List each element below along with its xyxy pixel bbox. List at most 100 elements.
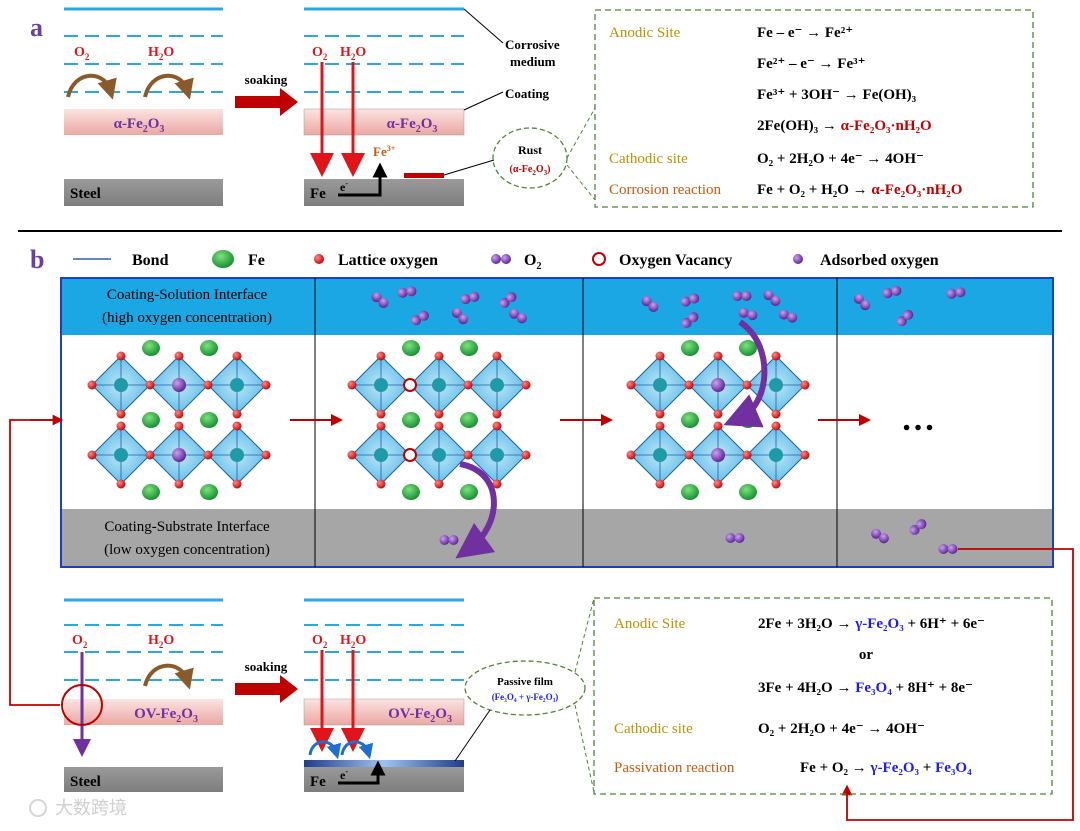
oxygen-atom [397, 287, 408, 298]
reflect-arrow [143, 663, 194, 690]
oxygen-atom [946, 288, 957, 299]
oxygen-atom [909, 524, 920, 535]
lattice-oxygen [376, 351, 386, 361]
o2-molecule [641, 296, 659, 312]
oxygen-atom [787, 312, 798, 323]
lattice-oxygen [261, 450, 271, 460]
lattice-oxygen [800, 380, 810, 390]
rust-callout-ellipse [492, 127, 568, 189]
legend-bond-label: Bond [132, 252, 169, 269]
o2-molecule [397, 286, 417, 298]
feedback-loop-line [841, 548, 1074, 821]
lattice-oxygen [174, 351, 184, 361]
oxygen-atom [688, 312, 699, 323]
o2-molecule [371, 292, 389, 308]
lattice-oxygen [626, 450, 636, 460]
reaction-eq: 3Fe + 4H₂O → Fe₃O₄ + 8H⁺ + 8e⁻ [758, 680, 973, 696]
lattice-oxygen [742, 450, 752, 460]
lattice-oxygen [376, 409, 386, 419]
cation [432, 378, 446, 392]
passivation-reaction-heading: Passivation reaction [614, 760, 735, 776]
reaction-eq: 2Fe(OH)₃ → α-Fe₂O₃·nH₂O [757, 118, 932, 134]
lattice-oxygen [771, 421, 781, 431]
oxygen-atom [871, 528, 882, 539]
solution-interface-label: (high oxygen concentration) [102, 310, 272, 326]
steel-substrate [304, 767, 464, 792]
oxygen-atom [853, 293, 864, 304]
substrate-interface-label: Coating-Substrate Interface [104, 519, 270, 535]
fe-atom [460, 340, 478, 356]
fe-atom [200, 340, 218, 356]
reaction-eq: 2Fe + 3H₂O → γ-Fe₂O₃ + 6H⁺ + 6e⁻ [758, 616, 985, 632]
corrosive-medium-label: medium [510, 54, 556, 69]
cation [230, 378, 244, 392]
soaking-arrow [235, 675, 298, 703]
reaction-eq: Fe + O₂ → γ-Fe₂O₃ + Fe₃O₄ [800, 760, 972, 776]
fe-atom [142, 412, 160, 428]
oxygen-atom [681, 317, 692, 328]
lattice-oxygen [492, 421, 502, 431]
feedback-loop-line [9, 419, 60, 706]
cation [769, 378, 783, 392]
lattice-oxygen [492, 479, 502, 489]
cation [432, 448, 446, 462]
electron-flow-arrow [338, 162, 388, 197]
lattice-oxygen [434, 421, 444, 431]
passive-film-label: Passive film [497, 676, 553, 688]
adsorbed-oxygen [711, 448, 725, 462]
lattice-frame: Coating-Solution Interface (high oxygen … [60, 277, 1054, 568]
lattice-oxygen [521, 380, 531, 390]
ov-coating-label: OV-Fe2O3 [134, 706, 198, 725]
lattice-oxygen [376, 479, 386, 489]
lattice-oxygen [232, 409, 242, 419]
oxygen-atom [460, 294, 471, 305]
rust-label: Rust [518, 143, 542, 157]
lattice-oxygen [174, 421, 184, 431]
oxygen-atom [499, 297, 510, 308]
legend-lattice-label: Lattice oxygen [338, 252, 438, 269]
lattice-oxygen [655, 421, 665, 431]
o2-molecule [460, 291, 480, 305]
fe-atom [681, 412, 699, 428]
lattice-oxygen [434, 351, 444, 361]
solution-interface-label: Coating-Solution Interface [107, 287, 268, 303]
o2-molecule [871, 528, 889, 544]
cation [114, 448, 128, 462]
lattice-oxygen [771, 351, 781, 361]
adsorbed-oxygen [172, 448, 186, 462]
lattice-oxygen [434, 409, 444, 419]
coating-layer [303, 108, 465, 136]
callout-line [463, 91, 504, 111]
o2-molecule [938, 544, 958, 554]
o2-legend-symbol [501, 254, 511, 264]
coating-label: α-Fe2O3 [114, 116, 165, 135]
o2-label: O2 [72, 633, 88, 650]
blocked-arrow [340, 740, 374, 760]
fe-atom [142, 484, 160, 500]
o2-molecule [763, 290, 781, 306]
oxygen-atom [955, 287, 966, 298]
o2-molecule [909, 519, 927, 535]
oxygen-atom [458, 314, 469, 325]
oxygen-atom [738, 307, 749, 318]
lattice-oxygen-legend-symbol [314, 254, 324, 264]
rust-formula: (α-Fe2O3) [510, 164, 551, 177]
adsorbed-oxygen [172, 378, 186, 392]
watermark-logo-icon [29, 799, 47, 817]
legend-adsorbed-label: Adsorbed oxygen [820, 252, 939, 269]
lattice-oxygen [655, 351, 665, 361]
oxygen-atom [747, 310, 758, 321]
o2-label: O2 [312, 45, 328, 62]
oxygen-atom [741, 291, 752, 301]
coating-layer [303, 698, 465, 726]
lattice-oxygen [771, 479, 781, 489]
fe-label: Fe [310, 186, 326, 202]
blocked-arrow [308, 740, 342, 760]
adsorbed-oxygen-legend-symbol [793, 254, 803, 264]
electron-label: e- [340, 179, 348, 194]
callout-line [574, 597, 595, 673]
reaction-eq: Fe + O₂ + H₂O → α-Fe₂O₃·nH₂O [757, 182, 962, 198]
soaking-arrow [235, 88, 298, 116]
oxygen-atom [778, 309, 789, 320]
lattice-oxygen [174, 409, 184, 419]
